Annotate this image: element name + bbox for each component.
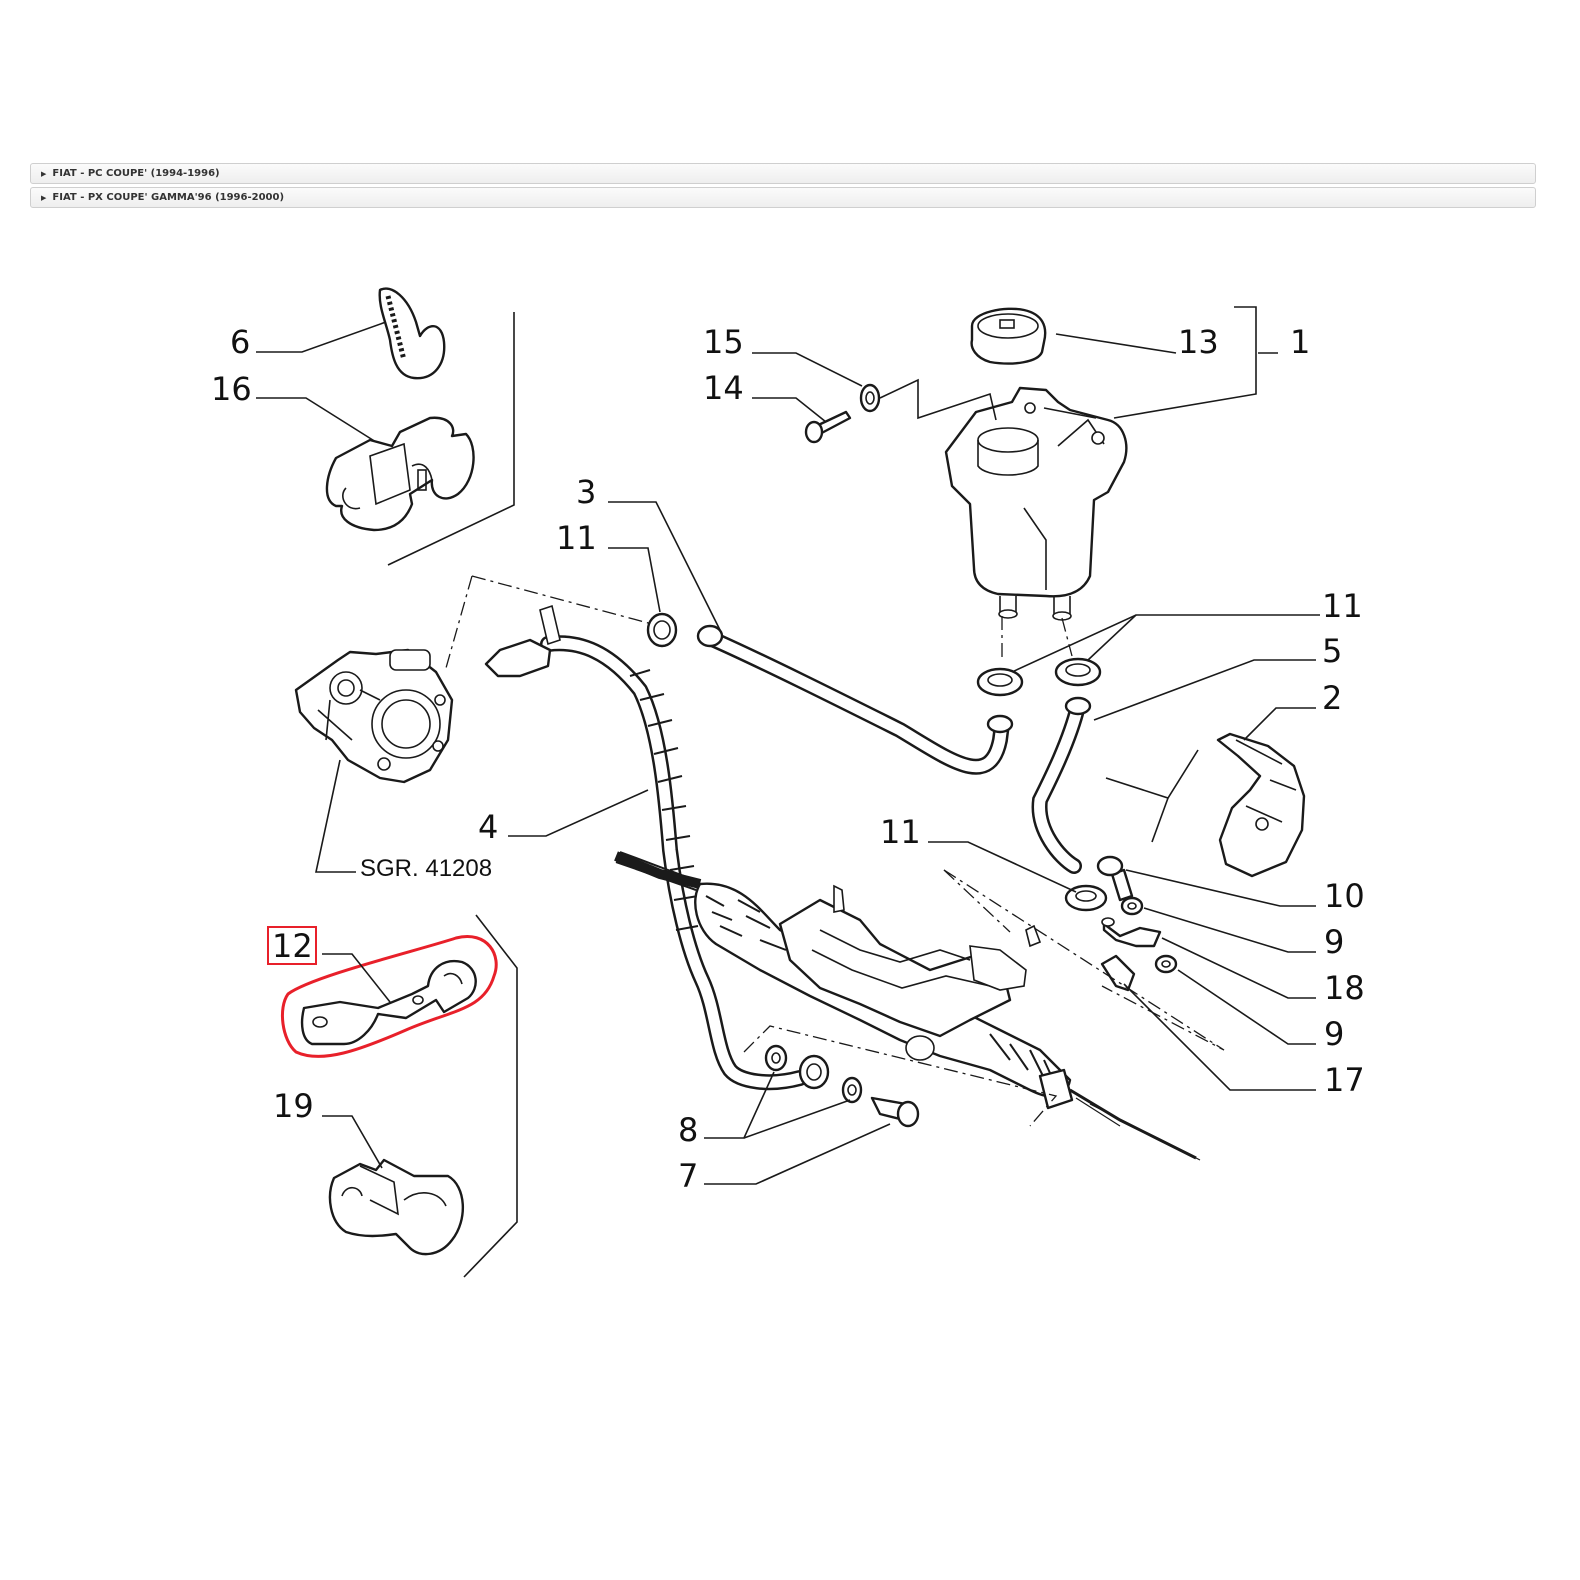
callout-numbers: 6 16 12 19 15 14 13 1 3 11 11 5 2 4 11 1… bbox=[211, 323, 1365, 1195]
callout-19: 19 bbox=[273, 1087, 314, 1125]
accordion-item-pc-coupe[interactable]: ▶ FIAT - PC COUPE' (1994-1996) bbox=[30, 163, 1536, 184]
part-2-bracket[interactable] bbox=[1216, 732, 1306, 878]
callout-14: 14 bbox=[703, 369, 744, 407]
part-4-pressure-hose[interactable] bbox=[484, 604, 830, 1091]
callout-16: 16 bbox=[211, 370, 252, 408]
accordion-item-label: FIAT - PX COUPE' GAMMA'96 (1996-2000) bbox=[52, 192, 285, 203]
callout-11-reservoir: 11 bbox=[1322, 587, 1363, 625]
callout-1: 1 bbox=[1290, 323, 1310, 361]
part-14-screw[interactable] bbox=[804, 410, 852, 444]
part-11-clamp-reservoir-b[interactable] bbox=[1054, 657, 1102, 687]
part-9-washer-b[interactable] bbox=[1154, 954, 1178, 974]
highlight-outline bbox=[281, 935, 498, 1058]
callout-5: 5 bbox=[1322, 632, 1342, 670]
callout-3: 3 bbox=[576, 473, 596, 511]
part-15-washer[interactable] bbox=[859, 383, 881, 413]
expand-arrow-icon: ▶ bbox=[41, 194, 47, 202]
callout-4: 4 bbox=[478, 808, 498, 846]
part-6-hose-clip[interactable] bbox=[378, 287, 446, 380]
part-13-reservoir-cap[interactable] bbox=[970, 307, 1047, 365]
reference-sgr: SGR. 41208 bbox=[360, 855, 492, 882]
part-9-washer-a[interactable] bbox=[1120, 896, 1144, 916]
callout-8: 8 bbox=[678, 1111, 698, 1149]
leader-lines bbox=[256, 306, 1320, 1185]
accordion-item-label: FIAT - PC COUPE' (1994-1996) bbox=[52, 168, 220, 179]
part-10-bolt[interactable] bbox=[1096, 855, 1134, 902]
part-3-hose[interactable] bbox=[696, 624, 1014, 775]
part-8-washer-a[interactable] bbox=[764, 1044, 788, 1072]
callout-13: 13 bbox=[1178, 323, 1219, 361]
part-12-bracket[interactable] bbox=[300, 959, 477, 1046]
expand-arrow-icon: ▶ bbox=[41, 170, 47, 178]
part-17-union[interactable] bbox=[1100, 954, 1136, 992]
part-8-washer-b[interactable] bbox=[841, 1076, 863, 1104]
callout-6: 6 bbox=[230, 323, 250, 361]
callout-7: 7 bbox=[678, 1157, 698, 1195]
part-11-clamp-reservoir-a[interactable] bbox=[976, 667, 1024, 697]
steering-pump[interactable] bbox=[294, 648, 454, 784]
part-19-double-clip[interactable] bbox=[328, 1158, 465, 1256]
steering-rack[interactable] bbox=[614, 851, 1201, 1161]
panel-dividers bbox=[387, 312, 518, 1278]
assembly-lines bbox=[445, 575, 1225, 1127]
part-18-pipe-fitting[interactable] bbox=[1101, 917, 1162, 948]
accordion-item-px-coupe-gamma96[interactable]: ▶ FIAT - PX COUPE' GAMMA'96 (1996-2000) bbox=[30, 187, 1536, 208]
callout-2: 2 bbox=[1322, 679, 1342, 717]
part-1-reservoir[interactable] bbox=[944, 386, 1128, 621]
callout-15: 15 bbox=[703, 323, 744, 361]
callout-17: 17 bbox=[1324, 1061, 1365, 1099]
part-7-banjo-bolt[interactable] bbox=[870, 1096, 920, 1128]
callout-11-rack: 11 bbox=[880, 813, 921, 851]
callout-10: 10 bbox=[1324, 877, 1365, 915]
part-16-double-clip[interactable] bbox=[325, 416, 475, 532]
callout-11-pump: 11 bbox=[556, 519, 597, 557]
callout-18: 18 bbox=[1324, 969, 1365, 1007]
callout-9-a: 9 bbox=[1324, 923, 1344, 961]
callout-9-b: 9 bbox=[1324, 1015, 1344, 1053]
highlight-label-box bbox=[267, 926, 317, 965]
part-5-hose[interactable] bbox=[1031, 696, 1092, 874]
callout-12: 12 bbox=[272, 927, 313, 965]
part-11-clamp-pump[interactable] bbox=[646, 612, 678, 648]
